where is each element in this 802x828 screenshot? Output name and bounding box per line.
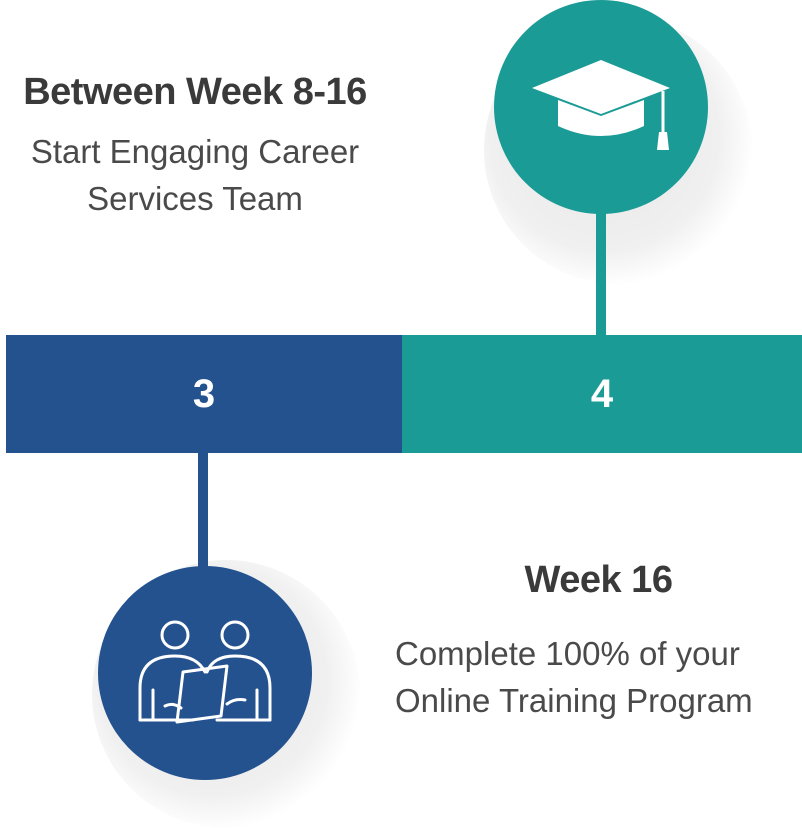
- step3-text-block: Between Week 8-16 Start Engaging Career …: [0, 70, 390, 223]
- timeline-segment-3: 3: [6, 335, 402, 453]
- step4-text-block: Week 16 Complete 100% of your Online Tra…: [395, 558, 802, 725]
- step3-description: Start Engaging Career Services Team: [0, 128, 390, 224]
- step3-heading: Between Week 8-16: [23, 71, 367, 113]
- step3-connector: [198, 453, 208, 573]
- step4-heading: Week 16: [524, 559, 673, 601]
- step3-circle: [98, 566, 312, 780]
- step4-description-line: Online Training Program: [395, 682, 753, 720]
- step4-circle: [494, 0, 708, 214]
- step3-description-line: Services Team: [87, 180, 303, 218]
- step4-connector: [596, 208, 606, 335]
- timeline-segment-4: 4: [402, 335, 802, 453]
- two-people-reviewing-document-icon: [138, 620, 272, 724]
- step4-description: Complete 100% of your Online Training Pr…: [395, 630, 802, 726]
- graduation-cap-icon: [532, 60, 670, 150]
- step4-description-line: Complete 100% of your: [395, 634, 740, 672]
- step3-number: 3: [192, 371, 216, 416]
- step3-description-line: Start Engaging Career: [30, 132, 360, 170]
- step4-number: 4: [590, 371, 614, 416]
